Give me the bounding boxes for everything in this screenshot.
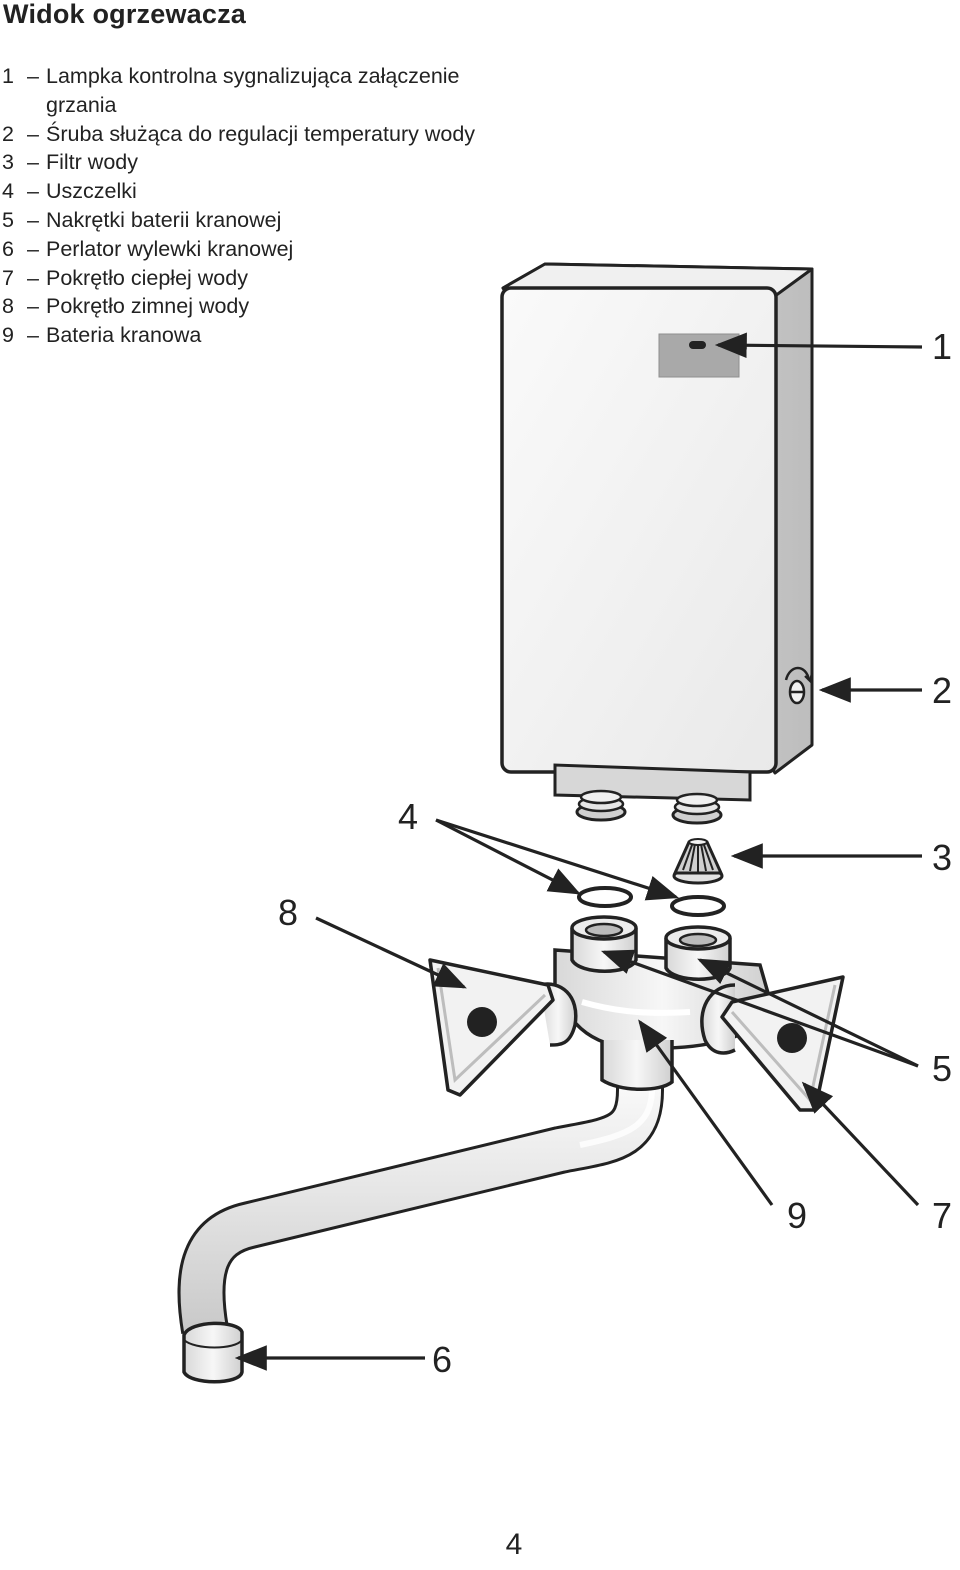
legend-number: 4: [2, 179, 14, 204]
page-title: Widok ogrzewacza: [3, 0, 247, 29]
legend-text: Lampka kontrolna sygnalizująca załączeni…: [46, 64, 460, 117]
legend-text: Perlator wylewki kranowej: [46, 236, 294, 261]
legend-number: 5: [2, 207, 14, 232]
callout-3: 3: [932, 837, 952, 878]
callout-9: 9: [787, 1195, 807, 1236]
indicator-lamp-icon: [689, 341, 706, 349]
legend-number: 2: [2, 121, 14, 146]
page-number: 4: [505, 1528, 523, 1561]
legend-text: Nakrętki baterii kranowej: [46, 207, 282, 232]
legend-item-2: 2–Śruba służąca do regulacji temperatury…: [2, 120, 516, 149]
callout-1: 1: [932, 326, 952, 367]
temperature-screw-icon: [784, 666, 814, 705]
leader-lines: [234, 332, 923, 1371]
legend-number: 9: [2, 323, 14, 348]
legend-dash: –: [27, 121, 39, 146]
legend-dash: –: [27, 236, 39, 261]
legend-item-8: 8–Pokrętło zimnej wody: [2, 292, 516, 321]
leader-line-5a: [600, 949, 919, 1068]
leader-line-5b: [697, 958, 919, 1068]
legend-number: 8: [2, 294, 14, 319]
legend-item-6: 6–Perlator wylewki kranowej: [2, 235, 516, 264]
parts-legend: 1–Lampka kontrolna sygnalizująca załącze…: [2, 62, 516, 350]
heater-connector-left: [575, 789, 627, 822]
callout-5: 5: [932, 1048, 952, 1089]
legend-item-4: 4–Uszczelki: [2, 177, 516, 206]
leader-line-8: [315, 916, 467, 989]
legend-item-3: 3–Filtr wody: [2, 148, 516, 177]
legend-dash: –: [27, 265, 39, 290]
legend-dash: –: [27, 64, 39, 88]
callout-4: 4: [398, 796, 418, 837]
water-heater: [500, 262, 814, 825]
callout-7: 7: [932, 1195, 952, 1236]
aerator: [182, 1321, 244, 1384]
leader-line-1: [714, 332, 923, 359]
legend-number: 6: [2, 236, 14, 261]
heater-connector-right: [671, 792, 723, 825]
faucet-nut-left: [570, 915, 638, 973]
legend-number: 3: [2, 150, 14, 175]
legend-item-1: 1–Lampka kontrolna sygnalizująca załącze…: [2, 62, 516, 120]
leader-line-4b: [435, 818, 680, 901]
knob-center-dot: [777, 1023, 807, 1053]
legend-dash: –: [27, 207, 39, 232]
legend-text: Uszczelki: [46, 179, 137, 204]
legend-dash: –: [27, 150, 39, 175]
cold-water-knob: [428, 958, 578, 1097]
legend-dash: –: [27, 323, 39, 348]
legend-item-7: 7–Pokrętło ciepłej wody: [2, 264, 516, 293]
callout-8: 8: [278, 892, 298, 933]
knob-center-dot: [467, 1007, 497, 1037]
callout-2: 2: [932, 670, 952, 711]
legend-text: Filtr wody: [46, 150, 138, 175]
seal-ring-right: [670, 895, 726, 917]
leader-line-9: [638, 1019, 774, 1206]
legend-text: Pokrętło ciepłej wody: [46, 265, 248, 290]
legend-number: 1: [2, 64, 14, 88]
water-filter: [672, 838, 724, 885]
legend-dash: –: [27, 179, 39, 204]
legend-text: Pokrętło zimnej wody: [46, 294, 250, 319]
legend-dash: –: [27, 294, 39, 319]
faucet-spout: [177, 1050, 664, 1384]
seal-ring-left: [577, 886, 633, 908]
leader-line-4a: [435, 818, 581, 895]
indicator-lamp-panel: [658, 333, 740, 378]
callout-6: 6: [432, 1339, 452, 1380]
legend-text: Śruba służąca do regulacji temperatury w…: [46, 121, 476, 146]
legend-text: Bateria kranowa: [46, 323, 202, 348]
leader-line-7: [801, 1081, 920, 1207]
legend-item-5: 5–Nakrętki baterii kranowej: [2, 206, 516, 235]
legend-number: 7: [2, 265, 14, 290]
legend-item-9: 9–Bateria kranowa: [2, 321, 516, 350]
hot-water-knob: [700, 975, 845, 1112]
